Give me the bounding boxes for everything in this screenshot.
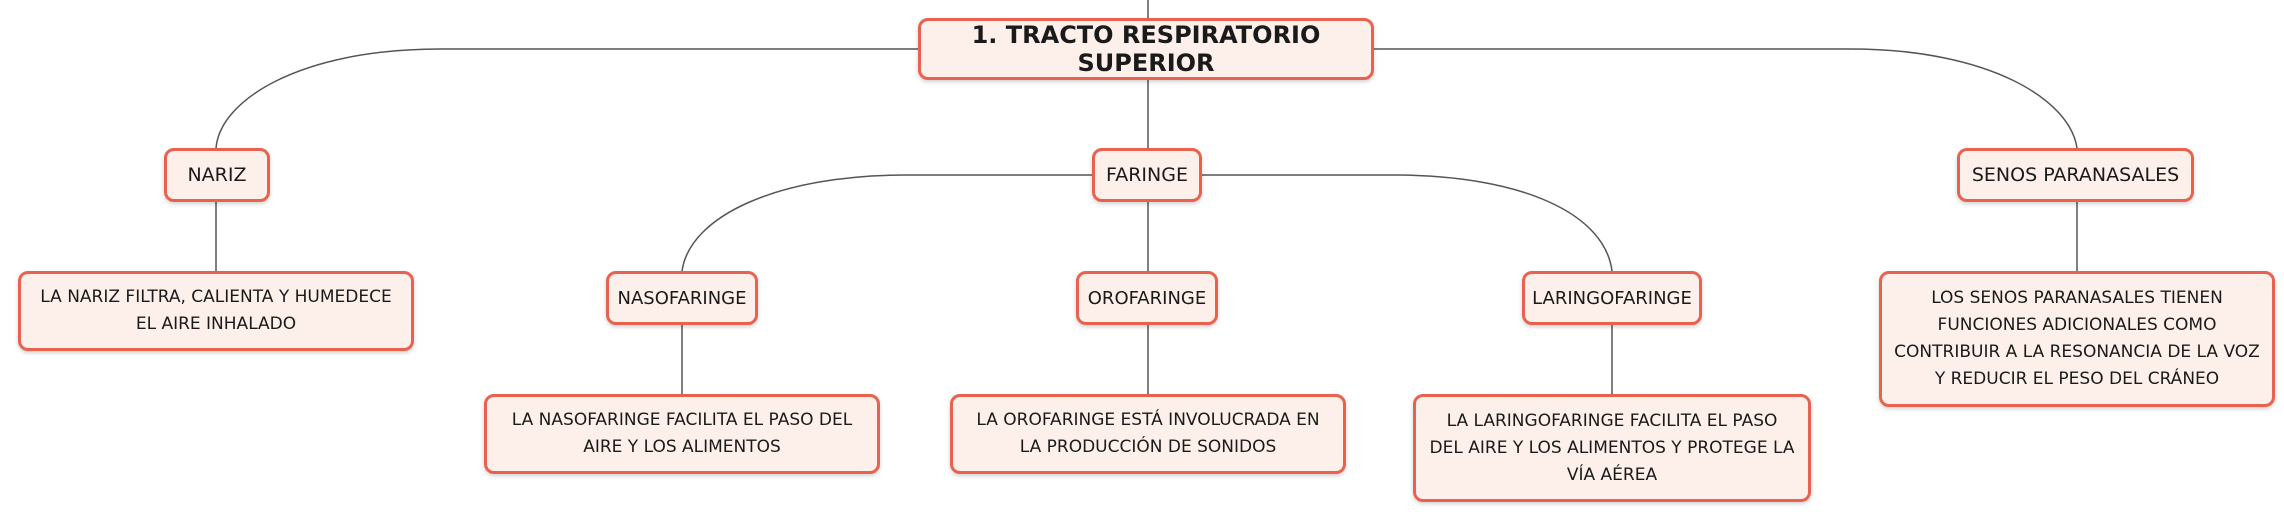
connector-faringe-nasofaringe (681, 174, 1092, 272)
senos-description[interactable]: LOS SENOS PARANASALES TIENEN FUNCIONES A… (1879, 271, 2275, 407)
nasofaringe-node[interactable]: NASOFARINGE (606, 271, 758, 325)
senos-node[interactable]: SENOS PARANASALES (1957, 148, 2194, 202)
orofaringe-description[interactable]: LA OROFARINGE ESTÁ INVOLUCRADA EN LA PRO… (950, 394, 1346, 474)
senos-description-text: LOS SENOS PARANASALES TIENEN FUNCIONES A… (1894, 288, 2260, 389)
orofaringe-node-label: OROFARINGE (1087, 287, 1207, 309)
laringofaringe-description[interactable]: LA LARINGOFARINGE FACILITA EL PASO DEL A… (1413, 394, 1811, 502)
nasofaringe-node-label: NASOFARINGE (617, 287, 747, 309)
nariz-description-text: LA NARIZ FILTRA, CALIENTA Y HUMEDECE EL … (40, 287, 392, 334)
laringofaringe-node[interactable]: LARINGOFARINGE (1522, 271, 1702, 325)
connector-root-senos (1372, 48, 2078, 149)
nariz-node[interactable]: NARIZ (164, 148, 270, 202)
nariz-node-label: NARIZ (187, 164, 247, 186)
faringe-node[interactable]: FARINGE (1092, 148, 1202, 202)
connector-root-nariz (215, 48, 918, 149)
root-node-label: 1. TRACTO RESPIRATORIO SUPERIOR (971, 21, 1321, 77)
root-node[interactable]: 1. TRACTO RESPIRATORIO SUPERIOR (918, 18, 1374, 80)
laringofaringe-node-label: LARINGOFARINGE (1532, 287, 1692, 309)
laringofaringe-description-text: LA LARINGOFARINGE FACILITA EL PASO DEL A… (1429, 410, 1795, 485)
connector-faringe-laringofaringe (1202, 174, 1613, 272)
orofaringe-description-text: LA OROFARINGE ESTÁ INVOLUCRADA EN LA PRO… (976, 410, 1320, 457)
nasofaringe-description-text: LA NASOFARINGE FACILITA EL PASO DEL AIRE… (511, 410, 853, 457)
nasofaringe-description[interactable]: LA NASOFARINGE FACILITA EL PASO DEL AIRE… (484, 394, 880, 474)
senos-node-label: SENOS PARANASALES (1971, 164, 2180, 186)
faringe-node-label: FARINGE (1106, 164, 1188, 186)
nariz-description[interactable]: LA NARIZ FILTRA, CALIENTA Y HUMEDECE EL … (18, 271, 414, 351)
orofaringe-node[interactable]: OROFARINGE (1076, 271, 1218, 325)
